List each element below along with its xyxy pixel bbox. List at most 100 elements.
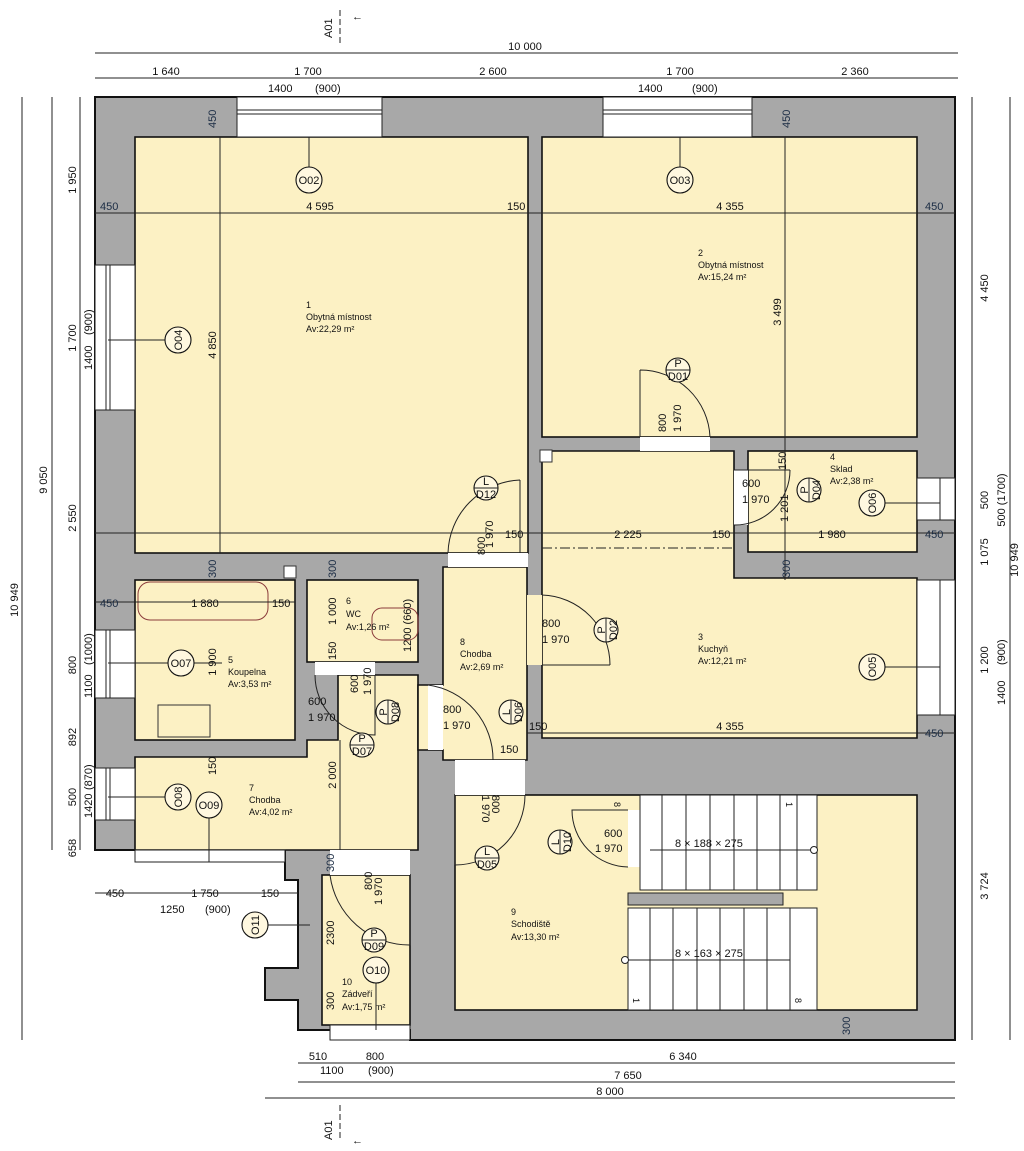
room-name: Koupelna	[228, 667, 266, 677]
window-tag: O03	[670, 175, 691, 187]
window-tag: O08	[173, 787, 185, 808]
window-tags: O02 O03 O04 O05 O06 O07 O08 O09 O10 O11	[108, 137, 940, 1030]
dim-label: 300	[781, 560, 793, 578]
door-tag: D05	[477, 859, 497, 871]
dim-label: 1 640	[152, 66, 180, 78]
dim-label: (870)	[83, 764, 95, 790]
door-opening-d04	[734, 470, 748, 525]
door-tag: D07	[352, 746, 372, 758]
door-side: L	[483, 476, 489, 488]
room-area: Av:2,38 m²	[830, 476, 873, 486]
dim-label: 7 650	[614, 1070, 642, 1082]
dim-total-width: 10 000	[508, 41, 542, 53]
dim-label: 2300	[325, 921, 337, 945]
window-tag: O02	[299, 175, 320, 187]
section-marker-top: A01	[323, 18, 335, 38]
dim-label: 800	[476, 537, 488, 555]
dims-top: 10 000 1 640 1 700 2 600 1 700 2 360 140…	[152, 41, 869, 95]
dim-label: 1400	[268, 83, 292, 95]
door-tags: P D01 L D12 P D02 P D04 L D05 L D06 P D0…	[349, 357, 823, 953]
dim-label: 450	[106, 888, 124, 900]
room-area: Av:3,53 m²	[228, 679, 271, 689]
stair-step-number: 1	[784, 802, 794, 807]
dim-label: 150	[712, 529, 730, 541]
room-name: Zádveří	[342, 989, 373, 999]
dim-label: 300	[841, 1017, 853, 1035]
dim-label: (1000)	[83, 633, 95, 665]
door-opening-d10	[628, 810, 640, 867]
dim-label: 500 (1700)	[996, 473, 1008, 526]
dim-label: 1 000	[327, 597, 339, 625]
window-tag: O11	[250, 915, 262, 935]
dim-label: 1 700	[666, 66, 694, 78]
room-labels: 1 Obytná místnost Av:22,29 m² 2 Obytná m…	[228, 248, 873, 1012]
section-arrow-icon: ←	[352, 1135, 363, 1147]
door-tag: D04	[811, 480, 823, 500]
dim-label: 1 970	[742, 494, 770, 506]
room-4[interactable]	[747, 450, 918, 553]
dim-label: 1420	[83, 794, 95, 818]
dim-label: 450	[207, 110, 219, 128]
dim-label: 800	[67, 656, 79, 674]
dim-label: 1 970	[595, 843, 623, 855]
dim-label: 150	[507, 201, 525, 213]
room-name: Obytná místnost	[306, 312, 372, 322]
room-number: 3	[698, 632, 703, 642]
room-area: Av:15,24 m²	[698, 272, 746, 282]
dim-label: 8 000	[596, 1086, 624, 1098]
room-1[interactable]	[134, 136, 529, 554]
dim-label: 1 700	[294, 66, 322, 78]
dim-label: 150	[529, 721, 547, 733]
dim-label: 450	[925, 529, 943, 541]
dim-label: 450	[925, 728, 943, 740]
room-number: 2	[698, 248, 703, 258]
door-tag: D08	[390, 702, 402, 722]
room-3[interactable]	[541, 450, 918, 739]
dim-label: 1400	[83, 346, 95, 370]
window-tag: O10	[366, 965, 387, 977]
dim-label: 1400	[996, 681, 1008, 705]
sink	[157, 704, 211, 738]
door-side: P	[596, 626, 608, 633]
door-opening-d08	[315, 662, 375, 675]
dim-label: 600	[349, 675, 361, 693]
dim-label: (900)	[692, 83, 718, 95]
dim-label: 1 700	[67, 324, 79, 352]
door-side: P	[378, 708, 390, 715]
dim-label: 510	[309, 1051, 327, 1063]
section-arrow-icon: ←	[352, 11, 363, 23]
dim-label: 2 000	[327, 761, 339, 789]
door-opening-d06	[428, 685, 443, 750]
dim-label: 4 595	[306, 201, 334, 213]
dim-label: 1100	[320, 1065, 344, 1077]
dim-label: (900)	[368, 1065, 394, 1077]
dim-label: 800	[443, 704, 461, 716]
door-side: P	[799, 486, 811, 493]
dim-label: 1 970	[362, 667, 374, 695]
dim-label: 3 499	[772, 298, 784, 326]
door-tag: D10	[562, 832, 574, 852]
room-10[interactable]	[321, 874, 411, 1026]
door-side: L	[501, 709, 513, 715]
dims-bottom: 450 1 750 150 1250 (900) 510 800 6 340 1…	[106, 888, 697, 1098]
door-side: P	[674, 358, 681, 370]
dim-label: 6 340	[669, 1051, 697, 1063]
dim-label: 450	[100, 201, 118, 213]
chimney-shaft	[539, 449, 553, 463]
section-marker-bottom: A01	[323, 1120, 335, 1140]
room-area: Av:1,75 m²	[342, 1002, 385, 1012]
dim-label: 800	[366, 1051, 384, 1063]
dim-label: 150	[261, 888, 279, 900]
room-name: Obytná místnost	[698, 260, 764, 270]
door-opening-d05	[455, 760, 525, 795]
dim-label: 1250	[160, 904, 184, 916]
dim-label: 1 201	[779, 494, 791, 522]
room-6[interactable]	[306, 579, 419, 663]
dim-label: (900)	[315, 83, 341, 95]
dim-label: 500	[67, 788, 79, 806]
room-2[interactable]	[541, 136, 918, 438]
dim-label: 1100	[83, 674, 95, 698]
dim-label: 4 450	[979, 274, 991, 302]
dim-label: 150	[500, 744, 518, 756]
